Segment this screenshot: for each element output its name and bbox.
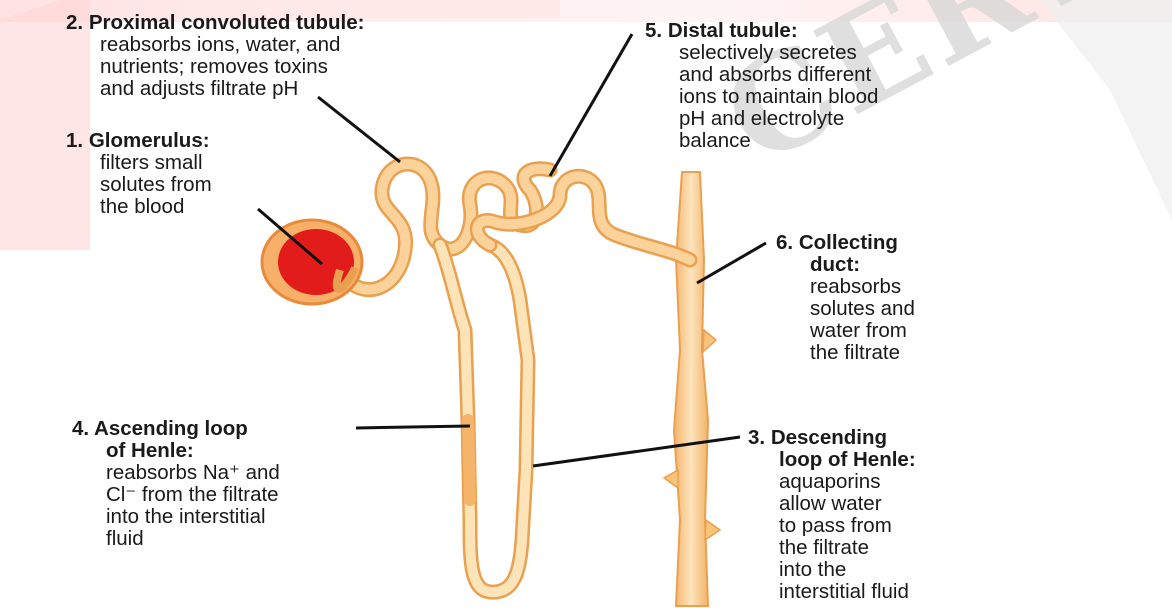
label-desc-line: to pass from xyxy=(779,515,916,537)
label-proximal-tubule: 2. Proximal convoluted tubule: reabsorbs… xyxy=(66,12,364,100)
label-desc-line: solutes and xyxy=(810,298,915,320)
pointer-collecting xyxy=(697,243,766,283)
pointer-descending xyxy=(533,437,740,466)
label-desc-line: filters small xyxy=(100,152,212,174)
pointer-ascending xyxy=(356,426,470,428)
label-collecting-duct: 6. Collecting duct: reabsorbs solutes an… xyxy=(776,232,915,364)
ascending-thick-segment xyxy=(468,420,470,500)
label-title: Collecting xyxy=(799,231,898,254)
label-desc-line: balance xyxy=(679,130,878,152)
label-title: Ascending loop xyxy=(94,417,248,440)
label-number: 5. xyxy=(645,19,662,42)
label-title: Proximal convoluted tubule: xyxy=(89,11,365,34)
label-desc-line: the filtrate xyxy=(810,342,915,364)
label-desc-line: allow water xyxy=(779,493,916,515)
label-desc-line: reabsorbs ions, water, and xyxy=(100,34,364,56)
label-desc-line: and absorbs different xyxy=(679,64,878,86)
pointer-proximal xyxy=(318,97,400,162)
label-number: 1. xyxy=(66,129,83,152)
label-title: Glomerulus: xyxy=(89,129,210,152)
label-desc-line: the blood xyxy=(100,196,212,218)
label-desc-line: aquaporins xyxy=(779,471,916,493)
duct-side-branch xyxy=(664,470,678,488)
label-distal-tubule: 5. Distal tubule: selectively secretes a… xyxy=(645,20,878,152)
label-desc-line: into the interstitial xyxy=(106,506,280,528)
label-desc-line: into the xyxy=(779,559,916,581)
duct-side-branch xyxy=(703,330,716,352)
label-title: Descending xyxy=(771,426,887,449)
label-desc-line: selectively secretes xyxy=(679,42,878,64)
collecting-duct xyxy=(674,172,708,606)
label-title: of Henle: xyxy=(72,440,280,462)
label-ascending-loop: 4. Ascending loop of Henle: reabsorbs Na… xyxy=(72,418,280,550)
label-number: 6. xyxy=(776,231,793,254)
label-title: loop of Henle: xyxy=(748,449,916,471)
label-desc-line: nutrients; removes toxins xyxy=(100,56,364,78)
label-number: 4. xyxy=(72,417,89,440)
label-desc-line: water from xyxy=(810,320,915,342)
label-desc-line: interstitial fluid xyxy=(779,581,916,603)
label-desc-line: ions to maintain blood xyxy=(679,86,878,108)
label-desc-line: and adjusts filtrate pH xyxy=(100,78,364,100)
label-desc-line: pH and electrolyte xyxy=(679,108,878,130)
label-glomerulus: 1. Glomerulus: filters small solutes fro… xyxy=(66,130,212,218)
pointer-distal xyxy=(550,34,632,176)
label-desc-line: fluid xyxy=(106,528,280,550)
duct-side-branch xyxy=(705,520,720,540)
label-desc-line: reabsorbs Na⁺ and xyxy=(106,462,280,484)
label-descending-loop: 3. Descending loop of Henle: aquaporins … xyxy=(748,427,916,603)
label-title: Distal tubule: xyxy=(668,19,798,42)
label-number: 2. xyxy=(66,11,83,34)
label-title: duct: xyxy=(776,254,915,276)
label-number: 3. xyxy=(748,426,765,449)
label-desc-line: Cl⁻ from the filtrate xyxy=(106,484,280,506)
label-desc-line: solutes from xyxy=(100,174,212,196)
label-desc-line: reabsorbs xyxy=(810,276,915,298)
label-desc-line: the filtrate xyxy=(779,537,916,559)
